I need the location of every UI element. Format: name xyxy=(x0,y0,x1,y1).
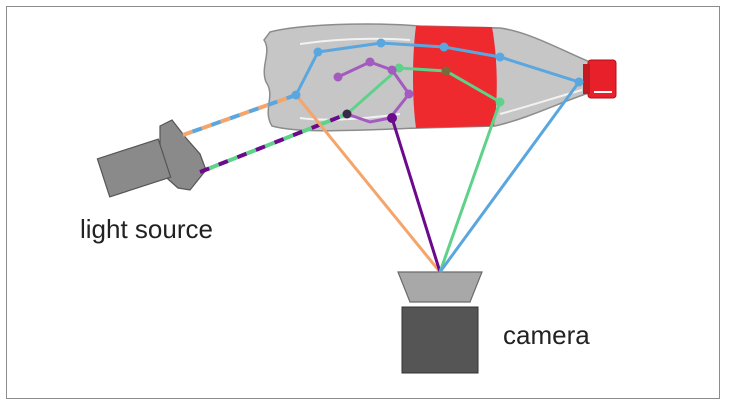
camera-label: camera xyxy=(503,320,590,350)
bottle-highlight-right xyxy=(499,89,583,115)
node-purple xyxy=(333,72,343,82)
beam-green-purple xyxy=(199,112,348,174)
node-blue xyxy=(313,47,323,57)
ray-orange xyxy=(294,94,442,273)
beam-orange-blue-b xyxy=(182,93,297,137)
light-source xyxy=(96,119,207,198)
ray-purple xyxy=(390,117,442,273)
light-source-label: light source xyxy=(80,214,213,244)
node-blue xyxy=(574,77,584,87)
ray-green xyxy=(438,101,502,273)
node-brown xyxy=(441,66,451,76)
node-blue xyxy=(376,38,386,48)
node-purple xyxy=(387,65,397,75)
diagram-frame xyxy=(6,6,720,399)
node-green xyxy=(495,97,505,107)
bottle-highlight-top xyxy=(299,37,411,45)
node-blue xyxy=(291,90,301,100)
node-blue xyxy=(495,52,505,62)
node-dark xyxy=(342,109,352,119)
node-green xyxy=(394,63,404,73)
reflection-rays xyxy=(294,81,581,273)
bottle-cap-ring xyxy=(583,64,590,94)
node-dark-purple xyxy=(387,113,397,123)
node-purple xyxy=(404,89,414,99)
path-green xyxy=(346,66,501,116)
beam-green-purple-b xyxy=(199,112,348,174)
camera-device xyxy=(397,271,483,374)
path-nodes xyxy=(291,38,584,123)
node-purple xyxy=(365,57,375,67)
ray-blue xyxy=(438,81,581,273)
light-source-body xyxy=(96,138,172,198)
camera-lens xyxy=(397,271,483,303)
illumination-beams xyxy=(182,93,348,174)
path-blue xyxy=(294,41,580,96)
node-blue xyxy=(439,42,449,52)
camera-body xyxy=(401,306,479,374)
